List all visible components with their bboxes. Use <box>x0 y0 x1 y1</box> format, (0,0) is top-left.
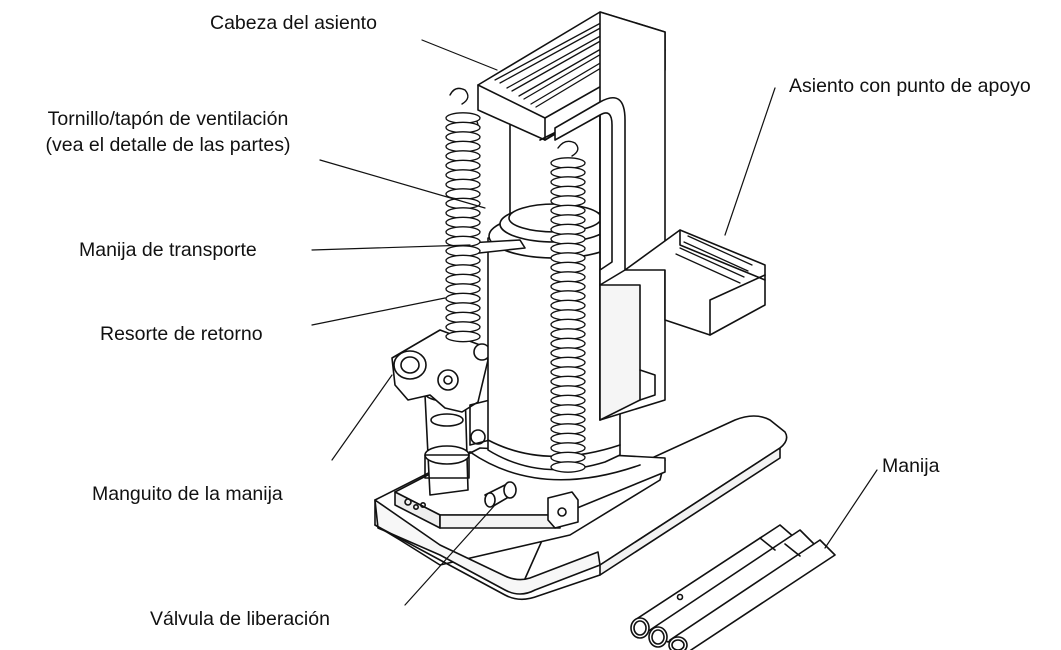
spring-coil <box>445 254 481 267</box>
spring-coil <box>445 273 481 286</box>
spring-coil <box>445 197 481 210</box>
spring-coil <box>550 252 586 264</box>
spring-coil <box>445 207 481 219</box>
spring-coil <box>550 366 586 378</box>
label-toe-seat: Asiento con punto de apoyo <box>789 75 1031 97</box>
spring-coil <box>550 261 586 274</box>
handle-tubes <box>630 524 836 650</box>
spring-coil <box>445 178 481 191</box>
spring-coil <box>445 150 481 162</box>
label-seat-head: Cabeza del asiento <box>210 12 377 34</box>
spring-coil <box>550 413 586 426</box>
release-valve <box>484 481 517 508</box>
spring-coil <box>445 302 481 314</box>
spring-coil <box>445 264 481 276</box>
seat-frame <box>477 11 766 421</box>
spring-coil <box>550 309 586 321</box>
spring-coil <box>550 385 586 397</box>
spring-coil <box>445 283 481 295</box>
spring-coil <box>445 292 481 305</box>
label-carry-handle: Manija de transporte <box>79 239 257 261</box>
label-handle: Manija <box>882 455 940 477</box>
spring-coil <box>550 223 586 236</box>
spring-coil <box>550 423 586 435</box>
spring-coil <box>550 233 586 245</box>
label-handle-sleeve: Manguito de la manija <box>92 483 283 505</box>
spring-coil <box>550 404 586 416</box>
spring-coil <box>550 280 586 293</box>
spring-coil <box>550 185 586 198</box>
spring-coil <box>550 271 586 283</box>
spring-coil <box>550 318 586 331</box>
spring-coil <box>550 461 586 473</box>
spring-coil <box>550 214 586 226</box>
leader-lines <box>311 39 878 606</box>
spring-coil <box>445 131 481 143</box>
spring-coil <box>550 166 586 179</box>
spring-coil <box>550 290 586 302</box>
spring-anchor <box>547 491 579 529</box>
spring-coil <box>445 169 481 181</box>
return-spring-left-coils <box>445 112 481 343</box>
spring-coil <box>445 311 481 324</box>
spring-coil <box>550 375 586 388</box>
spring-coil <box>550 356 586 369</box>
spring-coil <box>550 157 586 169</box>
spring-coil <box>550 299 586 312</box>
label-vent-screw-line1: Tornillo/tapón de ventilación <box>47 108 289 130</box>
spring-coil <box>445 330 481 343</box>
spring-coil <box>550 432 586 445</box>
spring-coil <box>550 204 586 217</box>
spring-coil <box>445 140 481 153</box>
spring-coil <box>550 442 586 454</box>
spring-coil <box>550 242 586 255</box>
spring-coil <box>550 347 586 359</box>
spring-coil <box>550 337 586 350</box>
spring-coil <box>445 216 481 229</box>
spring-coil <box>550 328 586 340</box>
spring-coil <box>550 195 586 207</box>
spring-coil <box>550 394 586 407</box>
spring-coil <box>445 321 481 333</box>
return-spring-right <box>557 140 579 157</box>
spring-coil <box>445 245 481 257</box>
label-vent-screw-line2: (vea el detalle de las partes) <box>45 134 291 156</box>
label-release-valve: Válvula de liberación <box>150 608 330 630</box>
spring-coil <box>550 176 586 188</box>
label-return-spring: Resorte de retorno <box>100 323 263 345</box>
return-spring-right-coils <box>550 157 586 473</box>
spring-coil <box>445 112 481 124</box>
spring-coil <box>550 451 586 464</box>
spring-coil <box>445 159 481 172</box>
spring-coil <box>445 121 481 134</box>
pump-assembly <box>391 329 491 496</box>
spring-coil <box>445 226 481 238</box>
